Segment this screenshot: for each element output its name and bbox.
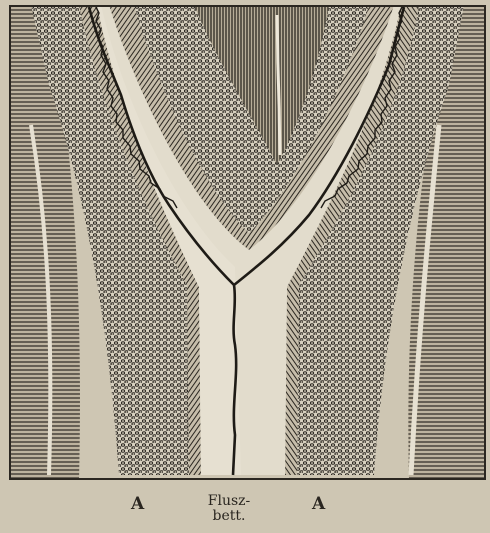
- label-a-left: A: [131, 494, 144, 514]
- engraving: [9, 5, 486, 480]
- label-flussbett-line1: Flusz-: [186, 494, 272, 509]
- label-flussbett-line2: bett.: [186, 509, 272, 524]
- caption: A Flusz- bett. A: [0, 492, 490, 533]
- label-flussbett: Flusz- bett.: [186, 494, 272, 524]
- label-a-right: A: [312, 494, 325, 514]
